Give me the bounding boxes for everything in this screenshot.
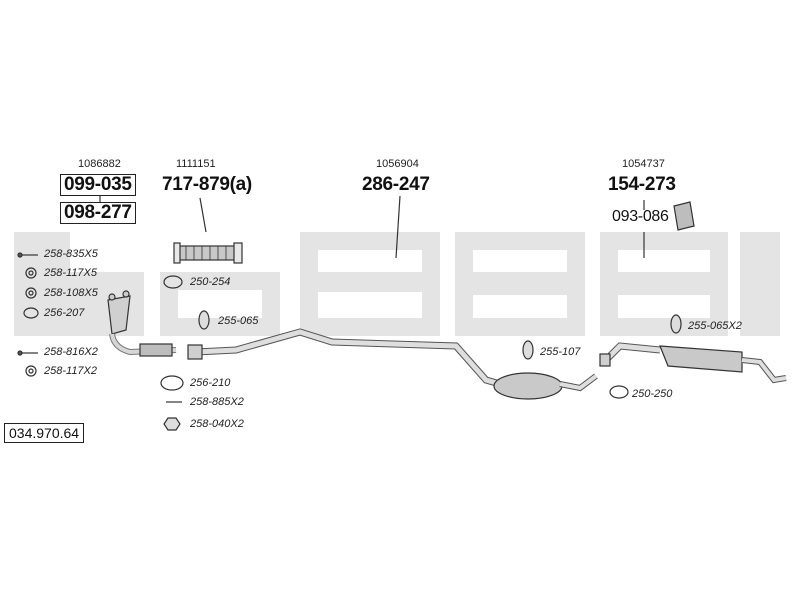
part-label: 258-117X2 [44, 365, 98, 377]
part-label: 256-210 [190, 377, 231, 389]
ring-icon [25, 287, 37, 299]
part-label: 258-117X5 [44, 267, 98, 279]
manifold-code-2: 098-277 [60, 202, 136, 224]
rear-code: 154-273 [608, 174, 676, 195]
flex-pipe-icon [177, 245, 237, 261]
middle-code: 286-247 [362, 174, 430, 195]
rear-ref: 1054737 [622, 158, 665, 170]
bracket-code: 093-086 [612, 208, 669, 225]
rubber-mount-icon [522, 340, 534, 360]
nut-icon [163, 417, 181, 431]
gasket-icon [23, 307, 39, 319]
rubber-mount-icon [670, 314, 682, 334]
clamp-icon [609, 385, 629, 399]
front-pipe-code: 717-879(a) [162, 174, 252, 195]
rubber-mount-icon [198, 310, 210, 330]
catalyst-body-icon [107, 295, 131, 335]
middle-ref: 1056904 [376, 158, 419, 170]
assembly-number: 034.970.64 [4, 423, 85, 443]
part-label: 255-107 [540, 346, 581, 358]
part-label: 255-065X2 [688, 320, 742, 332]
ring-icon [25, 365, 37, 377]
bracket-icon [673, 201, 695, 231]
part-label: 250-250 [632, 388, 673, 400]
manifold-code-1: 099-035 [60, 174, 136, 196]
part-label: 258-108X5 [44, 287, 98, 299]
part-label: 250-254 [190, 276, 231, 288]
part-label: 258-816X2 [44, 346, 98, 358]
ring-icon [25, 267, 37, 279]
part-label: 258-885X2 [190, 396, 244, 408]
part-label: 258-040X2 [190, 418, 244, 430]
clamp-icon [163, 275, 183, 289]
middle-silencer-icon [493, 372, 563, 400]
part-label: 256-207 [44, 307, 85, 319]
front-pipe-ref: 1111151 [176, 158, 216, 170]
leader-line-middle [395, 195, 401, 259]
flange-gasket-icon [160, 375, 184, 391]
part-label: 258-835X5 [44, 248, 98, 260]
rear-silencer-icon [659, 345, 743, 373]
main-pipe-icon [195, 328, 501, 388]
part-label: 255-065 [218, 315, 259, 327]
leader-line-front-pipe [199, 197, 207, 233]
manifold-ref: 1086882 [78, 158, 121, 170]
